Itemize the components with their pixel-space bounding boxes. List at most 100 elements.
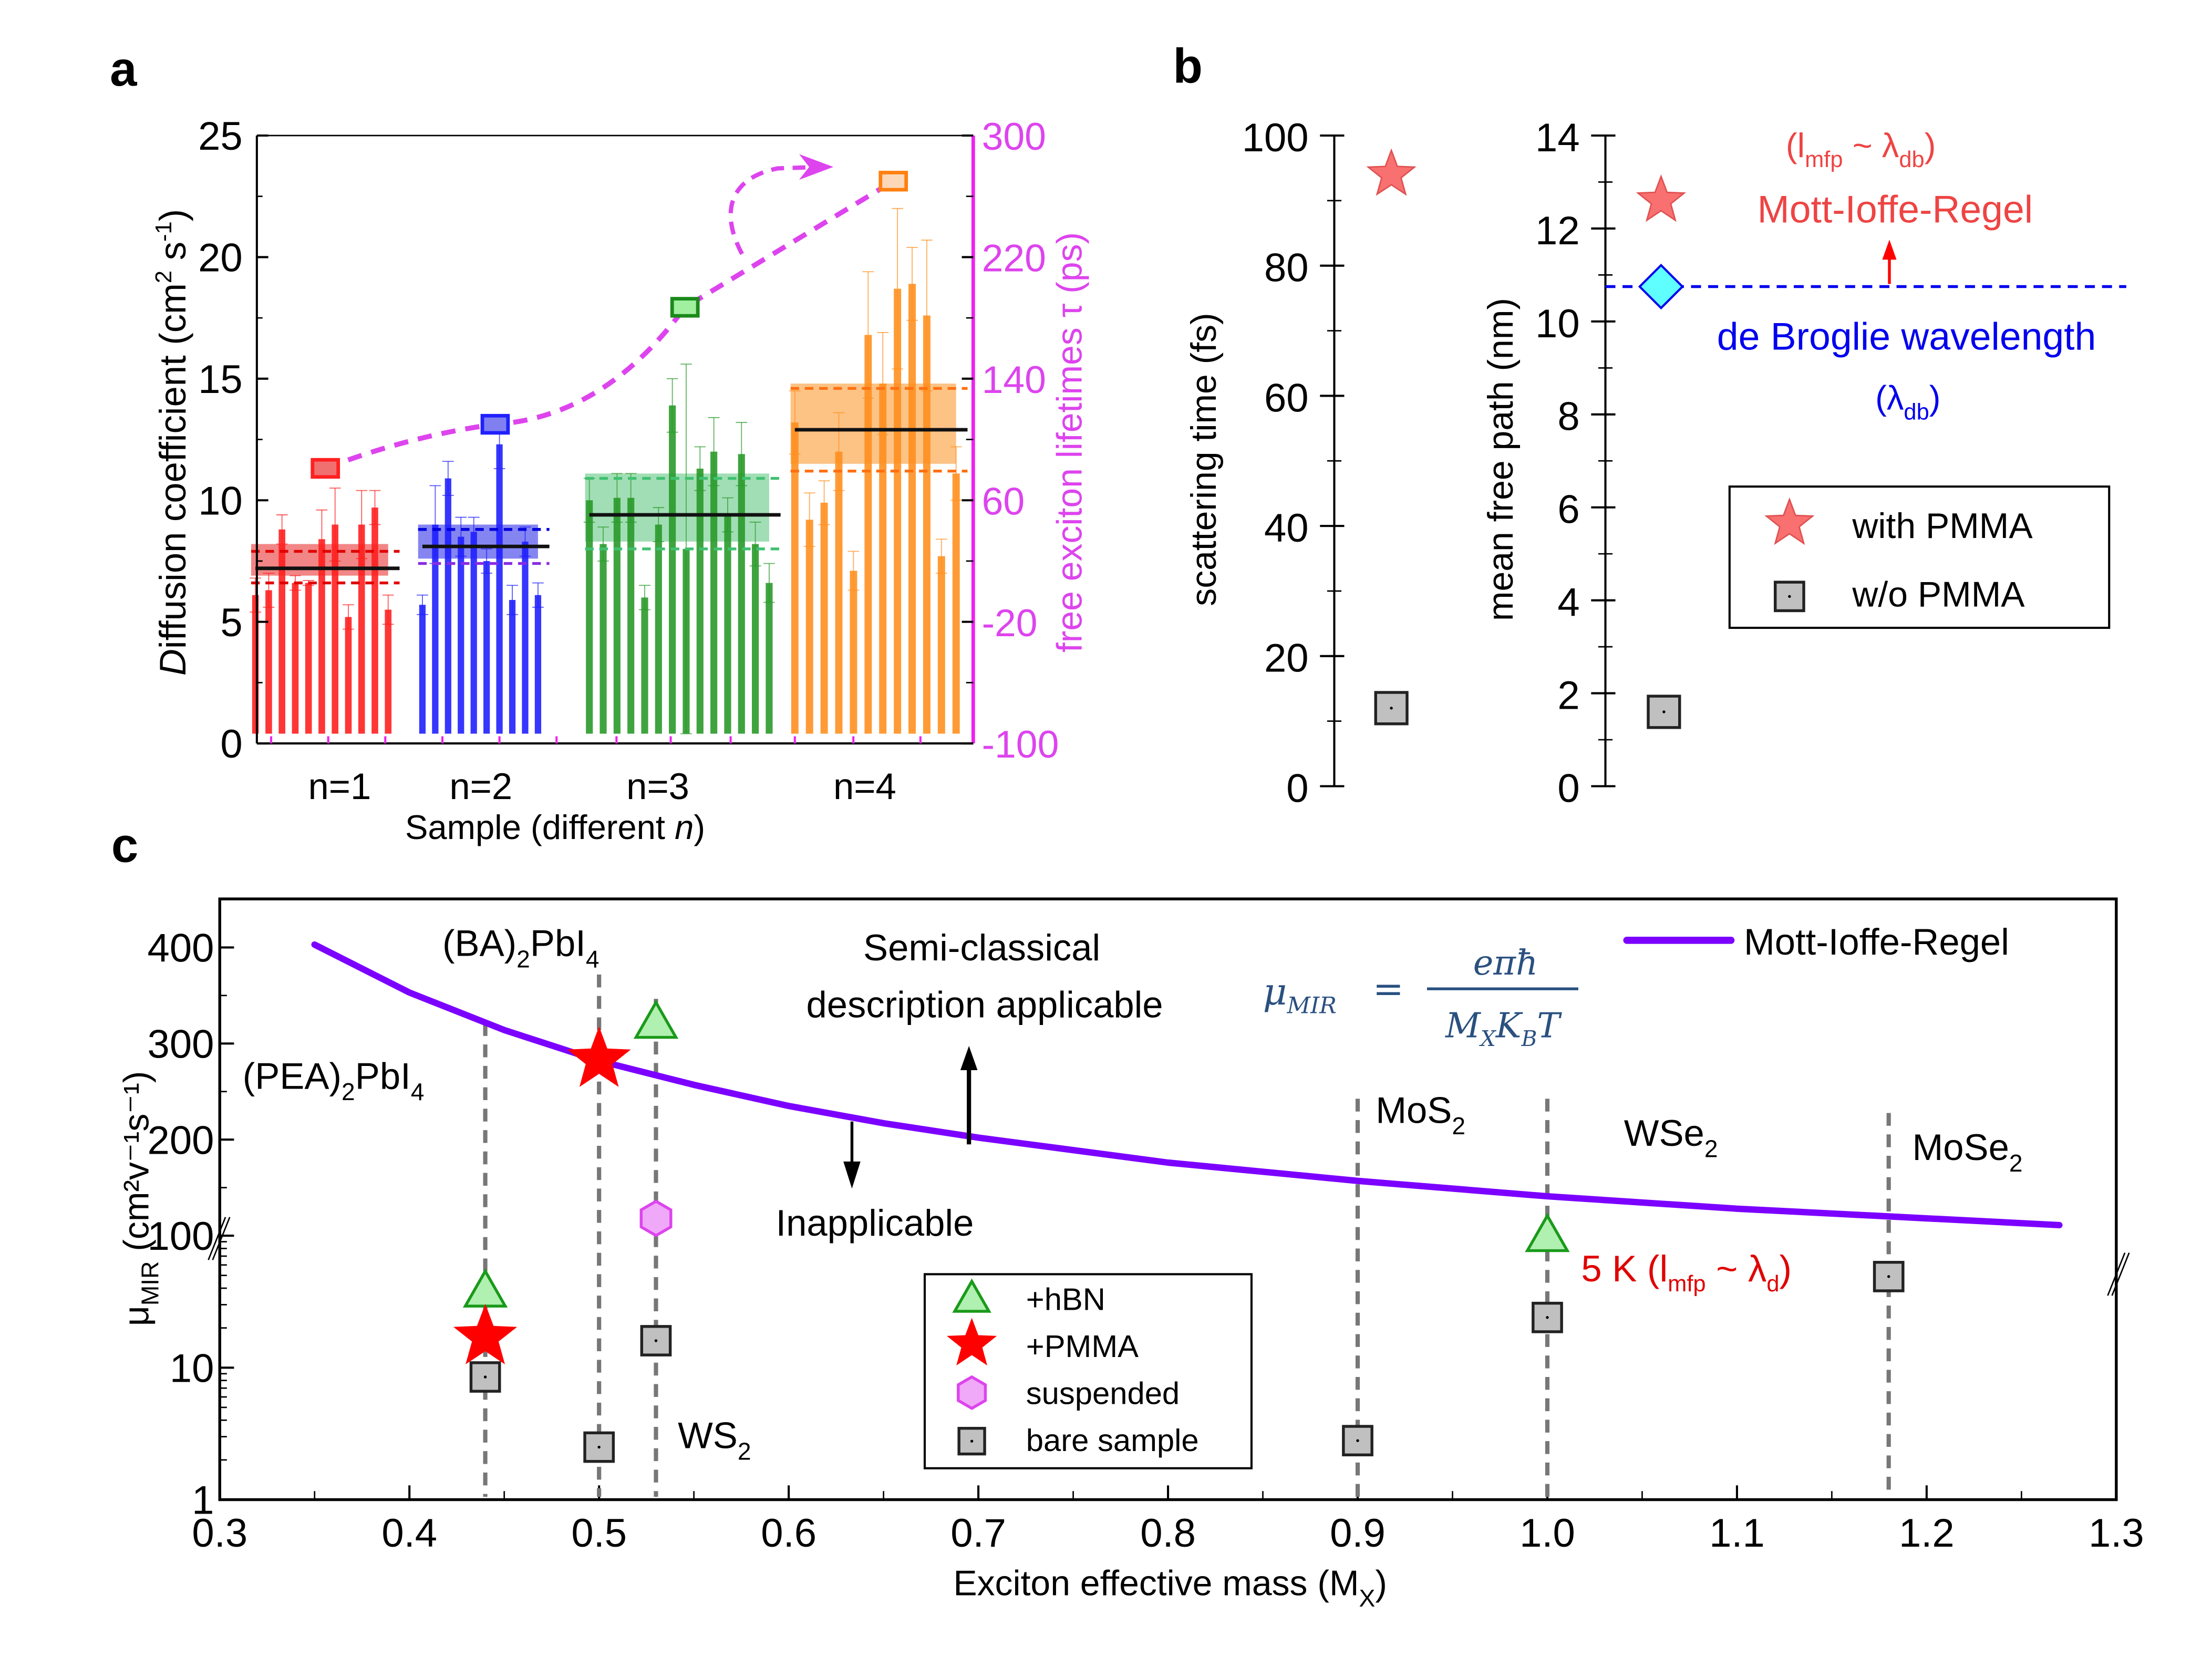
c-point-hbn xyxy=(1525,1213,1570,1252)
a-mean-band xyxy=(790,384,956,464)
panel-label-a: a xyxy=(110,42,137,96)
a-bar xyxy=(292,583,299,734)
c-point-baresample-dot xyxy=(1356,1439,1359,1442)
c-point-baresample-dot xyxy=(483,1375,487,1379)
c-legend-label-hbn: +hBN xyxy=(1026,1281,1105,1317)
c-y-tick-label: 300 xyxy=(148,1022,214,1066)
a-bar xyxy=(820,502,828,734)
b-scattering-tick-label: 100 xyxy=(1242,116,1309,160)
c-label-ba-pbi4: (BA)2PbI4 xyxy=(442,923,599,973)
c-label-ws2: WS2 xyxy=(678,1415,751,1465)
a-lifetime-marker xyxy=(878,171,908,192)
c-formula: μMIR = eπħ MXKBT xyxy=(1263,943,1578,1051)
c-x-tick-label: 1.3 xyxy=(2089,1511,2144,1556)
c-axis-break-left xyxy=(208,1217,226,1260)
a-bar xyxy=(445,478,451,734)
c-x-tick-label: 0.8 xyxy=(1140,1511,1196,1556)
c-point-baresample-dot xyxy=(654,1339,658,1342)
b-scattering-tick-label: 60 xyxy=(1264,376,1309,420)
a-y-tick-label: 5 xyxy=(220,600,242,645)
c-arrow-up xyxy=(960,1045,978,1145)
c-axis-break-left-2 xyxy=(212,1217,231,1260)
a-bar xyxy=(358,524,365,734)
a-y2-tick-label: 140 xyxy=(982,358,1046,401)
c-x-tick-label: 0.3 xyxy=(192,1511,247,1556)
a-bar xyxy=(599,544,607,734)
c-mir-curve xyxy=(311,941,2063,1229)
a-y2-tick-label: 300 xyxy=(982,115,1046,158)
b-mfp-tick-label: 14 xyxy=(1535,116,1580,160)
c-y-tick-label: 200 xyxy=(148,1118,214,1163)
a-x-tick-label: n=1 xyxy=(308,765,371,807)
a-y-tick-label: 20 xyxy=(198,236,243,281)
b-mfp-tick-label: 10 xyxy=(1535,302,1580,346)
c-legend-label-suspended: suspended xyxy=(1026,1376,1180,1411)
b-mfp-tick-label: 0 xyxy=(1557,766,1579,811)
a-y-tick-label: 15 xyxy=(198,357,243,402)
a-bar xyxy=(766,583,773,734)
b-legend-star xyxy=(1764,497,1815,545)
a-x-axis-label: Sample (different n) xyxy=(405,808,705,846)
a-x-tick-label: n=4 xyxy=(833,765,896,807)
a-bar xyxy=(305,583,312,734)
a-bar xyxy=(894,288,902,734)
c-label-wse2: WSe2 xyxy=(1624,1112,1718,1163)
a-lifetime-marker xyxy=(311,458,340,479)
b-mfp-square-dot xyxy=(1662,710,1666,713)
a-lifetime-marker xyxy=(670,297,700,318)
a-bar xyxy=(879,384,887,734)
c-x-tick-label: 1.1 xyxy=(1709,1511,1765,1556)
a-bar xyxy=(655,524,662,734)
c-y-tick-label: 10 xyxy=(170,1346,214,1391)
c-legend-label-bare: bare sample xyxy=(1026,1423,1199,1458)
c-legend: +hBN +PMMA suspended bare sample xyxy=(923,1273,1253,1469)
a-bar xyxy=(937,556,945,734)
a-bar xyxy=(483,561,490,734)
a-bar xyxy=(371,507,378,734)
c-curve-legend: Mott-Ioffe-Regel xyxy=(1623,921,2009,962)
c-arrow-down xyxy=(843,1121,861,1189)
a-bar xyxy=(724,514,731,734)
b-scattering-star xyxy=(1366,148,1417,196)
b-legend: with PMMA w/o PMMA xyxy=(1728,485,2111,629)
a-bar xyxy=(696,469,704,734)
a-y2-tick-label: 60 xyxy=(982,480,1025,523)
a-bar xyxy=(458,536,464,734)
a-y2-tick-label: 220 xyxy=(982,237,1046,280)
b-debroglie-symbol: (λdb) xyxy=(1875,378,1940,424)
a-bar xyxy=(522,541,529,734)
panel-label-b: b xyxy=(1173,39,1203,94)
c-axis-break-right-2 xyxy=(2111,1252,2130,1296)
a-y-tick-label: 0 xyxy=(220,722,242,767)
a-y2-tick-label: -20 xyxy=(982,602,1038,645)
c-annotation-inapplicable: Inapplicable xyxy=(776,1202,974,1244)
c-x-axis-label: Exciton effective mass (MX) xyxy=(953,1563,1387,1612)
c-point-hbn xyxy=(633,999,679,1039)
a-bar xyxy=(627,498,635,734)
c-annotation-description-applicable: description applicable xyxy=(807,984,1163,1026)
c-legend-square-dot xyxy=(970,1439,974,1443)
a-bar xyxy=(805,520,813,734)
c-curve-legend-label: Mott-Ioffe-Regel xyxy=(1744,921,2009,962)
a-group-n=2 xyxy=(417,419,550,734)
c-label-pea-pbi4: (PEA)2PbI4 xyxy=(243,1055,425,1105)
a-group-n=4 xyxy=(789,208,968,734)
a-bar xyxy=(496,444,503,734)
a-bar xyxy=(669,405,676,734)
a-bar xyxy=(470,532,477,734)
c-label-mose2: MoSe2 xyxy=(1912,1126,2022,1177)
c-point-suspended xyxy=(639,1199,673,1237)
b-mfp-tick-label: 12 xyxy=(1535,209,1580,253)
b-mfp-tick-label: 8 xyxy=(1557,395,1579,439)
a-bar xyxy=(641,597,648,734)
a-x-tick-label: n=2 xyxy=(449,765,512,807)
b-scattering-tick-label: 20 xyxy=(1264,636,1309,681)
formula-denominator: MXKBT xyxy=(1445,1006,1562,1051)
a-trend-arrow-curve xyxy=(728,164,821,255)
b-mfp-tick-label: 2 xyxy=(1557,673,1579,718)
